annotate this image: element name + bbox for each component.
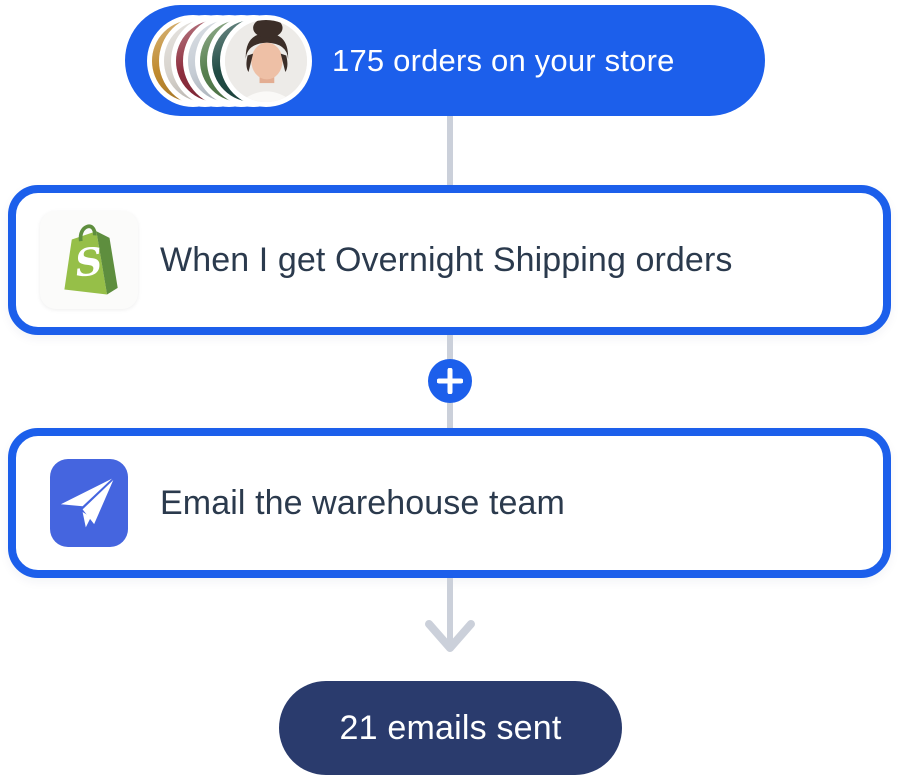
trigger-pill-label: 175 orders on your store — [332, 42, 675, 78]
woman-face-illustration — [225, 19, 307, 102]
svg-text:S: S — [73, 239, 105, 286]
step-card-trigger[interactable]: S When I get Overnight Shipping orders — [8, 185, 891, 335]
add-step-button[interactable] — [428, 359, 472, 403]
app-icon-slot: S — [40, 211, 138, 309]
app-icon-slot — [40, 459, 138, 547]
arrow-down-icon — [425, 578, 475, 652]
shopify-icon: S — [40, 211, 138, 309]
plus-icon — [437, 368, 463, 394]
connector-line-top — [447, 116, 453, 185]
shopify-bag-icon: S — [64, 224, 118, 295]
trigger-pill: 175 orders on your store — [125, 5, 765, 116]
email-icon — [50, 459, 128, 547]
step-card-action[interactable]: Email the warehouse team — [8, 428, 891, 578]
trigger-step-label: When I get Overnight Shipping orders — [160, 240, 733, 279]
action-step-label: Email the warehouse team — [160, 483, 565, 522]
result-pill-label: 21 emails sent — [339, 708, 562, 747]
avatar-stack — [147, 14, 312, 107]
result-pill: 21 emails sent — [279, 681, 622, 775]
paper-plane-icon — [60, 478, 114, 528]
customer-avatar-front — [220, 14, 312, 107]
